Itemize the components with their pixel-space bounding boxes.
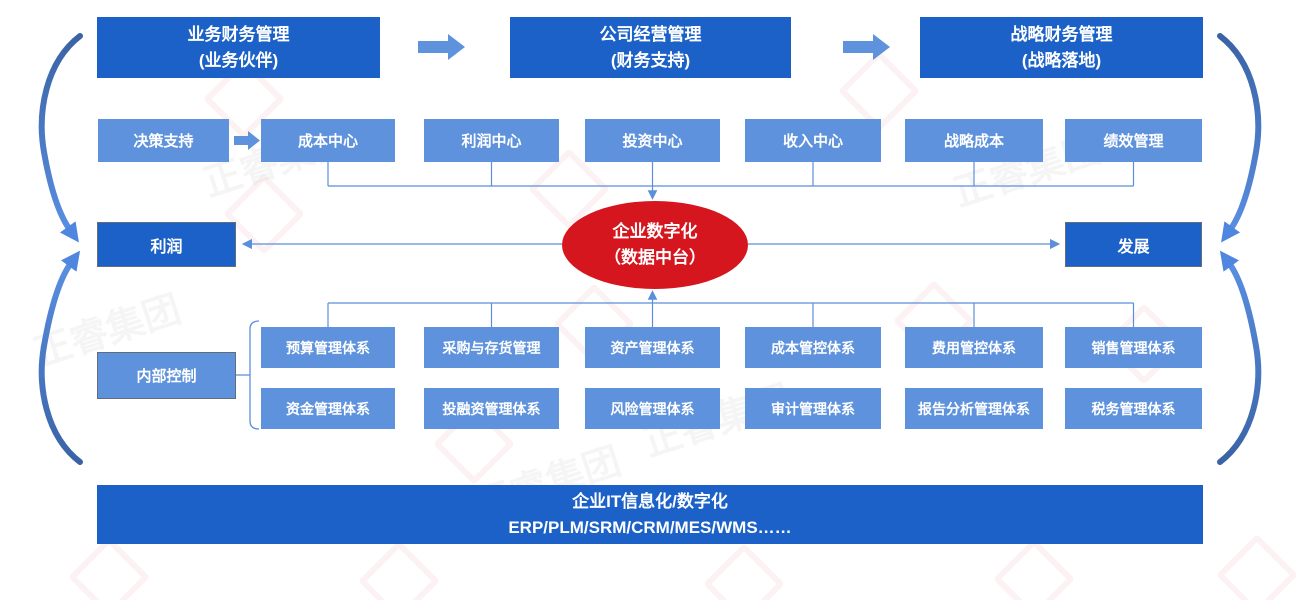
box-label: 战略成本: [943, 133, 1004, 150]
box-label: 税务管理体系: [1091, 400, 1176, 417]
box-sublabel: (财务支持): [610, 50, 691, 70]
box-investment-financing-system: 投融资管理体系: [424, 388, 559, 429]
box-procurement-inventory: 采购与存货管理: [424, 327, 559, 368]
box-label: 资产管理体系: [610, 339, 695, 356]
box-label: 审计管理体系: [771, 400, 855, 417]
box-strategic-finance: 战略财务管理 (战略落地): [920, 17, 1203, 78]
box-label: 风险管理体系: [610, 400, 695, 417]
box-investment-center: 投资中心: [585, 119, 720, 162]
box-label: 业务财务管理: [187, 25, 290, 44]
curved-arrow-right-top-icon: [1217, 33, 1262, 243]
box-company-operation: 公司经营管理 (财务支持): [510, 17, 791, 78]
bottom-bar-title: 企业IT信息化/数字化: [572, 492, 728, 511]
box-label: 决策支持: [133, 133, 194, 150]
box-risk-system: 风险管理体系: [585, 388, 720, 429]
box-asset-system: 资产管理体系: [585, 327, 720, 368]
box-internal-control: 内部控制: [97, 352, 236, 399]
box-label: 预算管理体系: [286, 339, 370, 356]
box-revenue-center: 收入中心: [745, 119, 881, 162]
box-label: 绩效管理: [1103, 133, 1164, 150]
internal-control-bracket: [236, 320, 260, 430]
box-label: 战略财务管理: [1010, 25, 1113, 44]
box-label: 成本中心: [297, 133, 358, 150]
box-profit: 利润: [97, 222, 236, 267]
box-label: 投资中心: [622, 133, 683, 150]
curved-arrow-left-bottom-icon: [38, 250, 83, 465]
box-budget-system: 预算管理体系: [261, 327, 395, 368]
box-cost-control-system: 成本管控体系: [745, 327, 881, 368]
box-label: 内部控制: [136, 368, 197, 385]
bottom-bar-it-systems: 企业IT信息化/数字化 ERP/PLM/SRM/CRM/MES/WMS……: [97, 485, 1203, 544]
box-label: 销售管理体系: [1091, 339, 1176, 356]
box-audit-system: 审计管理体系: [745, 388, 881, 429]
flow-arrow-icon: [418, 34, 465, 60]
box-label: 利润: [150, 238, 183, 256]
box-report-analysis-system: 报告分析管理体系: [905, 388, 1043, 429]
box-label: 收入中心: [782, 133, 843, 150]
box-sales-system: 销售管理体系: [1065, 327, 1202, 368]
curved-arrow-left-top-icon: [38, 33, 83, 243]
box-sublabel: (业务伙伴): [198, 50, 279, 70]
box-strategic-cost: 战略成本: [905, 119, 1043, 162]
ellipse-sublabel: （数据中台）: [604, 248, 706, 267]
box-capital-system: 资金管理体系: [261, 388, 395, 429]
curved-arrow-right-bottom-icon: [1217, 250, 1262, 465]
flow-arrow-icon: [234, 131, 260, 150]
lower-connector-tree: [327, 302, 1135, 327]
box-label: 公司经营管理: [599, 25, 702, 44]
box-expense-control-system: 费用管控体系: [905, 327, 1043, 368]
core-ellipse-digital-enterprise: 企业数字化 （数据中台）: [562, 201, 748, 289]
box-sublabel: (战略落地): [1021, 50, 1102, 70]
box-label: 采购与存货管理: [442, 339, 541, 356]
box-label: 发展: [1117, 238, 1150, 256]
box-development: 发展: [1065, 222, 1202, 267]
box-cost-center: 成本中心: [261, 119, 395, 162]
box-label: 利润中心: [461, 133, 522, 150]
box-label: 投融资管理体系: [442, 400, 541, 417]
box-business-finance: 业务财务管理 (业务伙伴): [97, 17, 380, 78]
bottom-bar-systems: ERP/PLM/SRM/CRM/MES/WMS……: [508, 517, 792, 537]
box-label: 成本管控体系: [771, 339, 855, 356]
ellipse-label: 企业数字化: [612, 221, 698, 241]
box-label: 费用管控体系: [932, 339, 1016, 356]
box-performance-management: 绩效管理: [1065, 119, 1202, 162]
box-label: 资金管理体系: [286, 400, 370, 417]
box-tax-system: 税务管理体系: [1065, 388, 1202, 429]
flow-arrow-icon: [843, 34, 890, 60]
box-decision-support: 决策支持: [98, 119, 229, 162]
box-profit-center: 利润中心: [424, 119, 559, 162]
upper-connector-tree: [327, 162, 1135, 187]
box-label: 报告分析管理体系: [918, 400, 1030, 417]
